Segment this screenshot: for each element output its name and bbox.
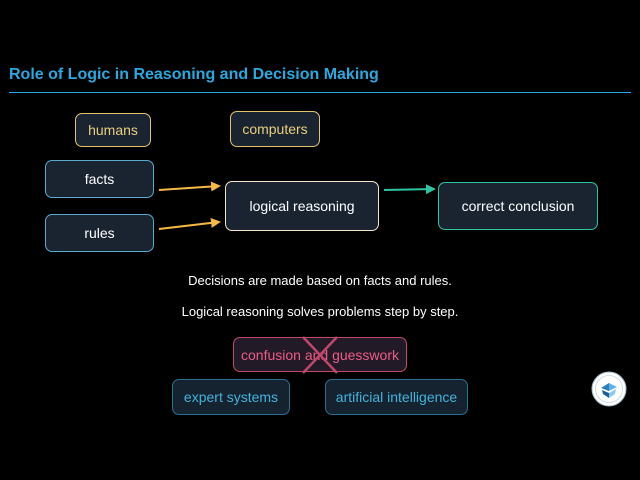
page-title: Role of Logic in Reasoning and Decision …: [9, 66, 379, 83]
node-correct-conclusion: correct conclusion: [438, 182, 598, 230]
arrow-reasoning-to-conclusion: [383, 184, 436, 195]
node-rules-label: rules: [84, 225, 115, 241]
node-rules: rules: [45, 214, 154, 252]
caption-line-2: Logical reasoning solves problems step b…: [181, 304, 459, 319]
arrow-rules-to-reasoning: [158, 217, 221, 230]
title-underline: [9, 92, 631, 93]
node-artificial-intelligence: artificial intelligence: [325, 379, 468, 415]
node-expert-systems-label: expert systems: [183, 389, 279, 405]
caption-line-1: Decisions are made based on facts and ru…: [188, 273, 452, 288]
node-expert-systems: expert systems: [172, 379, 290, 415]
institution-logo-icon: [591, 371, 627, 407]
node-facts-label: facts: [84, 171, 115, 187]
node-facts: facts: [45, 160, 154, 198]
node-logical-reasoning: logical reasoning: [225, 181, 379, 231]
node-artificial-intelligence-label: artificial intelligence: [335, 389, 458, 405]
node-computers: computers: [230, 111, 320, 147]
node-correct-conclusion-label: correct conclusion: [461, 198, 575, 214]
node-logical-reasoning-label: logical reasoning: [249, 198, 355, 214]
node-humans-label: humans: [88, 122, 138, 138]
arrow-facts-to-reasoning: [158, 181, 221, 192]
node-computers-label: computers: [242, 121, 308, 137]
node-humans: humans: [75, 113, 151, 147]
